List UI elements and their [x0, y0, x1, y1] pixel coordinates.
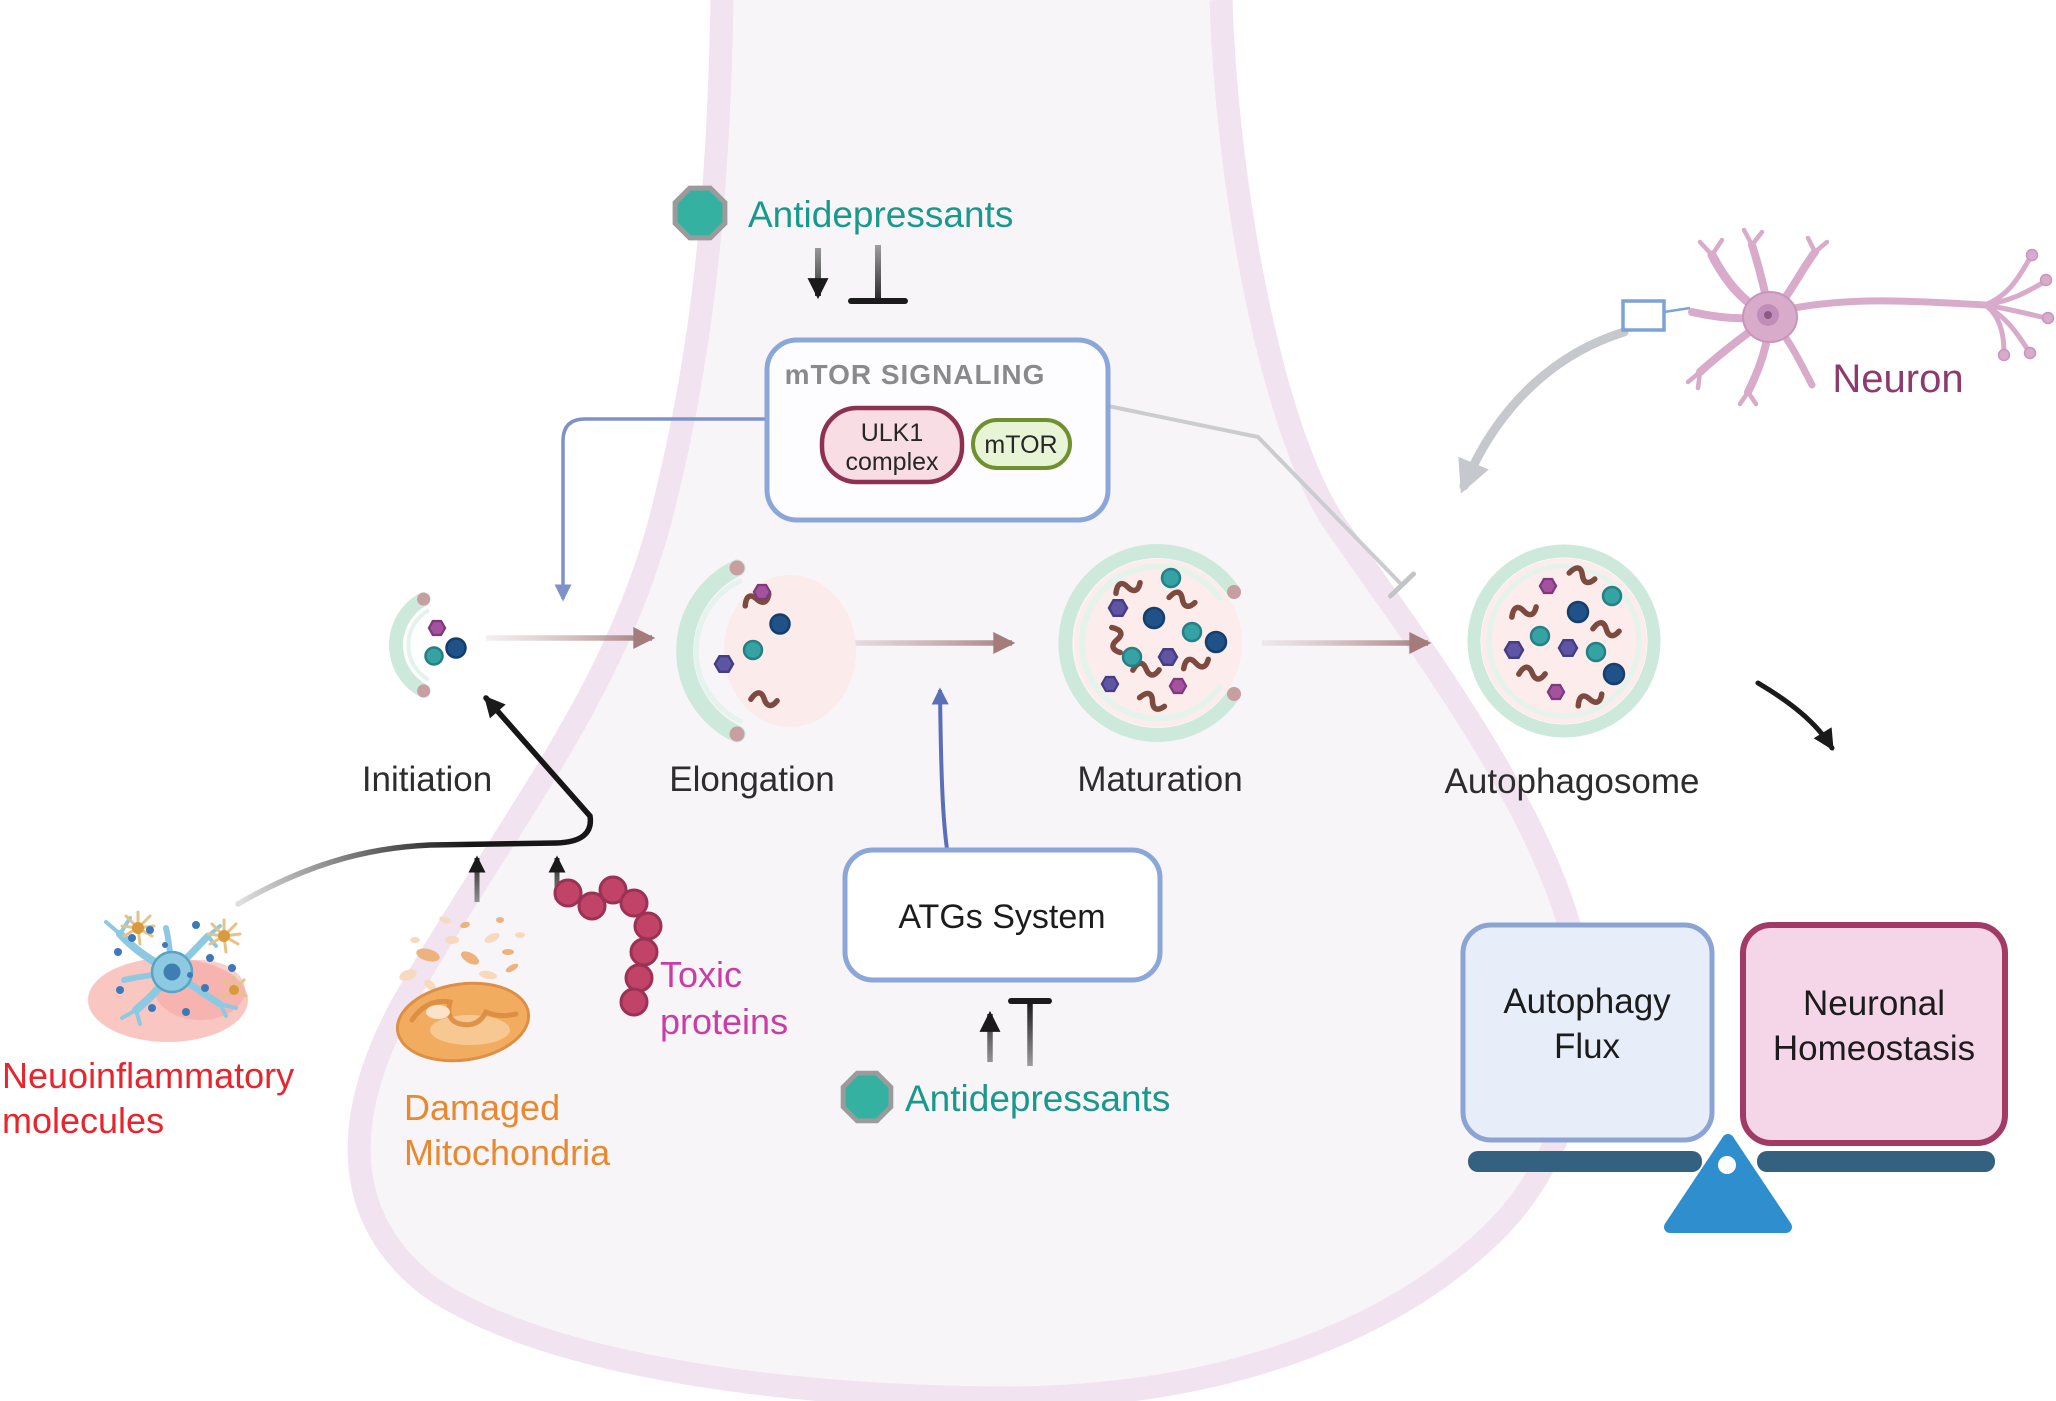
astrocyte-cells	[120, 910, 248, 998]
sources-to-initiation-arrow	[235, 695, 594, 907]
antidepressants-atgs-regulation	[979, 998, 1052, 1066]
cargo-hexagon	[1546, 683, 1566, 701]
stage-label-elongation: Elongation	[669, 760, 834, 799]
initiation-phagophore-icon	[389, 592, 467, 698]
toxic-proteins-label-line2: proteins	[660, 1001, 788, 1042]
autophagosome-output-arrow	[1755, 680, 1835, 751]
toxic-proteins-illustration: Toxic proteins	[553, 875, 788, 1042]
neuron-illustration: Neuron	[1621, 227, 2055, 407]
stage-label-autophagosome: Autophagosome	[1445, 762, 1700, 801]
stage-label-maturation: Maturation	[1077, 760, 1242, 799]
antidepressants-bottom: Antidepressants	[843, 1073, 1170, 1121]
neuroinflammatory-label-line2: molecules	[2, 1100, 164, 1141]
autophagy-flux-box	[1460, 922, 1715, 1143]
cargo-dot	[742, 639, 764, 661]
cargo-hexagon	[1157, 647, 1179, 667]
cargo-hexagon	[427, 619, 447, 637]
antidepressants-bottom-label: Antidepressants	[905, 1078, 1170, 1119]
cargo-hexagon	[1100, 675, 1120, 693]
damaged-mitochondria-illustration: Damaged Mitochondria	[395, 916, 611, 1173]
neuron-axon	[1790, 297, 1989, 312]
octagon-drug-icon	[675, 188, 725, 238]
cargo-dot	[1121, 646, 1143, 668]
cargo-dot	[1142, 606, 1166, 630]
neuronal-homeostasis-box	[1740, 922, 2008, 1146]
atgs-to-pathway-arrow	[931, 687, 949, 850]
mtor-pill	[971, 418, 1072, 470]
antidepressants-top: Antidepressants	[675, 188, 1013, 238]
cargo-hexagon	[752, 583, 772, 601]
t-bar-inhibition-icon	[1388, 571, 1416, 599]
neuron-label: Neuron	[1832, 357, 1963, 401]
balance-beam-right	[1757, 1151, 1995, 1172]
cargo-hexagon	[1557, 638, 1579, 658]
mtor-signaling-box: mTOR SIGNALING ULK1 complex mTOR	[764, 337, 1111, 523]
toxic-proteins-label-line1: Toxic	[660, 954, 742, 995]
microglia-cell	[104, 916, 238, 1026]
ulk1-complex-pill	[819, 405, 965, 485]
cargo-dot	[445, 637, 467, 659]
neuron-zoom-arrow	[1458, 327, 1629, 494]
mtor-inhibits-autophagosome-line	[1107, 404, 1416, 599]
axon-terminal-bulbs	[1997, 248, 2055, 362]
cargo-hexagon	[713, 654, 735, 674]
balance-beam-left	[1468, 1151, 1702, 1172]
mtor-pill-label: mTOR	[984, 431, 1057, 459]
cargo-dot	[1566, 600, 1590, 624]
autophagosome-vesicle-icon	[1467, 544, 1661, 738]
antidepressants-mtor-regulation	[807, 245, 908, 304]
seesaw-balance-icon: Autophagy Flux Neuronal Homeostasis	[1460, 922, 2008, 1233]
neuronal-homeostasis-label-line1: Neuronal	[1803, 984, 1945, 1023]
elongation-phagophore-icon	[676, 559, 856, 743]
atgs-box-label: ATGs System	[898, 898, 1105, 936]
cargo-dot	[424, 646, 444, 666]
mtor-to-pathway-arrow	[554, 417, 767, 602]
autophagy-flux-label-line1: Autophagy	[1503, 982, 1671, 1021]
protein-bead-chain	[553, 875, 663, 1017]
cargo-dot	[1529, 625, 1551, 647]
autophagy-flux-label-line2: Flux	[1554, 1027, 1621, 1066]
neuroinflammatory-label-line1: Neuoinflammatory	[2, 1055, 294, 1096]
synapse-callout-rect	[1621, 299, 1666, 332]
cargo-dot	[769, 613, 791, 635]
mitochondria-fragments	[399, 916, 525, 991]
stage-label-initiation: Initiation	[362, 760, 492, 799]
fulcrum-pivot-dot	[1718, 1156, 1736, 1174]
cargo-hexagon	[1503, 640, 1525, 660]
mitochondria-label-line2: Mitochondria	[404, 1132, 611, 1173]
mitochondria-label-line1: Damaged	[404, 1087, 560, 1128]
cargo-hexagon	[1538, 577, 1558, 595]
cargo-dot	[1601, 585, 1623, 607]
cargo-dot	[1602, 662, 1626, 686]
cargo-hexagon	[1168, 677, 1188, 695]
cargo-dot	[1204, 630, 1228, 654]
cargo-dot	[1585, 641, 1607, 663]
ulk1-label-line2: complex	[845, 448, 939, 476]
maturation-vesicle-icon	[1058, 544, 1242, 742]
cargo-dot	[1160, 567, 1182, 589]
atgs-system-box: ATGs System	[842, 847, 1163, 983]
antidepressants-top-label: Antidepressants	[748, 194, 1013, 235]
neuronal-homeostasis-label-line2: Homeostasis	[1773, 1029, 1975, 1068]
balance-fulcrum	[1664, 1134, 1792, 1233]
mtor-box-title: mTOR SIGNALING	[785, 359, 1046, 390]
cargo-dot	[1181, 621, 1203, 643]
inflammatory-molecule-dots	[114, 921, 236, 1016]
neuroinflammatory-illustration: Neuoinflammatory molecules	[2, 910, 294, 1141]
octagon-drug-icon	[843, 1073, 891, 1121]
cargo-hexagon	[1107, 598, 1129, 618]
ulk1-label-line1: ULK1	[861, 419, 924, 447]
